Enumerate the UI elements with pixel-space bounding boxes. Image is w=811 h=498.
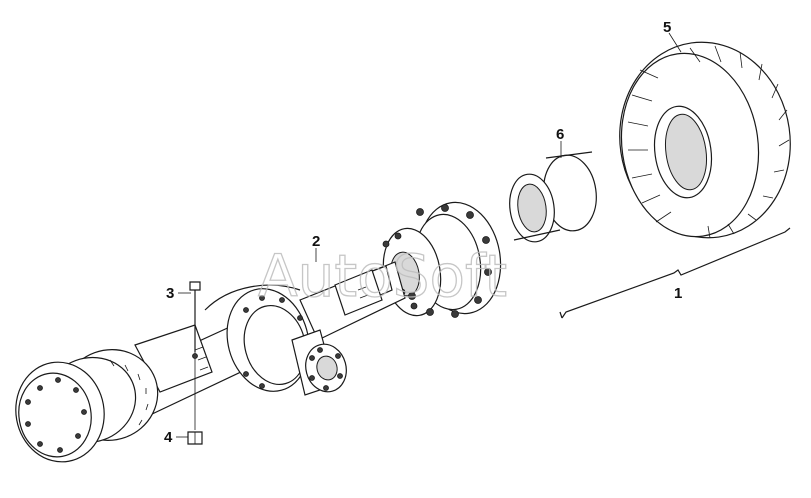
watermark: AutoSoft <box>258 242 507 310</box>
assembly-bracket <box>559 227 791 319</box>
callout-4: 4 <box>164 429 173 446</box>
rim <box>509 151 597 243</box>
callout-3: 3 <box>166 285 174 302</box>
tire <box>619 41 791 239</box>
nut <box>187 398 203 445</box>
callout-1: 1 <box>674 285 682 302</box>
callout-5: 5 <box>663 19 671 36</box>
leader-lines <box>176 32 682 438</box>
callout-2: 2 <box>312 233 320 250</box>
wheel-hub-left <box>15 349 159 463</box>
callout-6: 6 <box>556 126 564 143</box>
bolt <box>189 281 201 398</box>
wheel-hub-right <box>382 201 502 318</box>
